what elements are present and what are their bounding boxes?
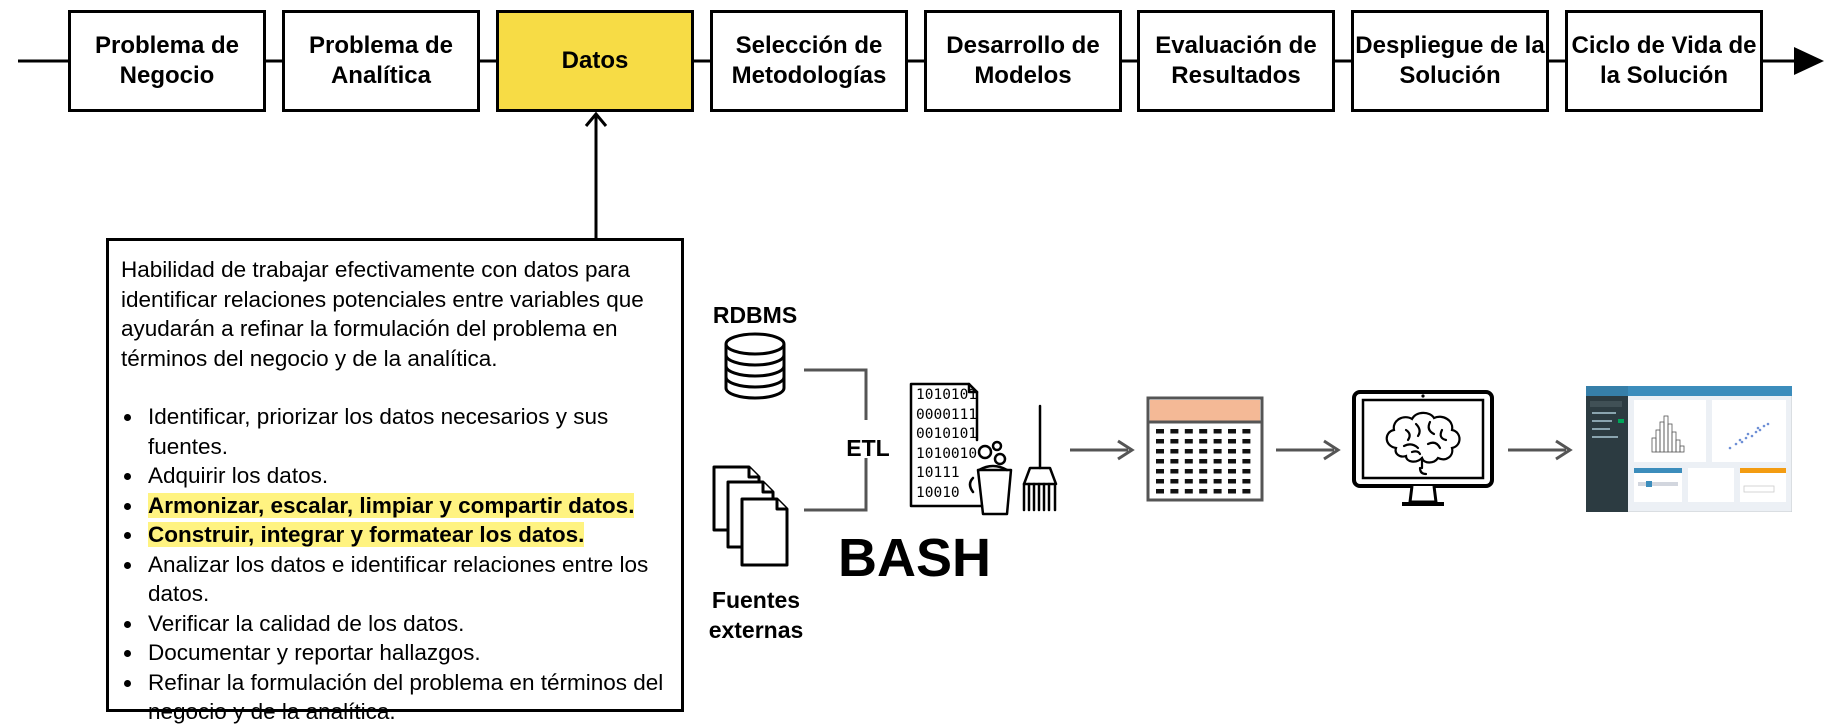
table-cell bbox=[1199, 439, 1208, 444]
flow-arrow-3 bbox=[1508, 439, 1573, 461]
list-item: Identificar, priorizar los datos necesar… bbox=[121, 402, 671, 461]
table-cell bbox=[1199, 479, 1208, 484]
datos-description-box: Habilidad de trabajar efectivamente con … bbox=[106, 238, 684, 724]
database-icon bbox=[724, 332, 786, 400]
table-cell bbox=[1242, 469, 1251, 474]
table-cell bbox=[1228, 439, 1236, 444]
table-cell bbox=[1242, 489, 1251, 494]
table-cell bbox=[1242, 429, 1251, 434]
list-item: Verificar la calidad de los datos. bbox=[121, 609, 671, 639]
stage-despliegue-solucion: Despliegue de la Solución bbox=[1351, 10, 1549, 112]
monitor-brain-icon bbox=[1352, 390, 1494, 506]
flow-arrow-2 bbox=[1276, 439, 1341, 461]
table-cell bbox=[1156, 449, 1164, 454]
datos-pointer-arrow bbox=[584, 111, 608, 240]
table-cell bbox=[1199, 489, 1208, 494]
table-cell bbox=[1170, 439, 1179, 444]
table-cell bbox=[1242, 439, 1251, 444]
table-cell bbox=[1156, 429, 1164, 434]
table-cell bbox=[1184, 489, 1193, 494]
table-cell bbox=[1228, 469, 1236, 474]
table-cell bbox=[1170, 459, 1179, 464]
table-cell bbox=[1242, 459, 1251, 464]
table-cell bbox=[1170, 489, 1179, 494]
table-cell bbox=[1228, 449, 1236, 454]
binary-code: 1010101 0000111 0010101 1010010 10111 10… bbox=[916, 387, 978, 501]
table-cell bbox=[1228, 489, 1236, 494]
table-cell bbox=[1213, 469, 1222, 474]
table-cell bbox=[1156, 479, 1164, 484]
etl-label: ETL bbox=[846, 435, 890, 461]
stage-evaluacion-resultados: Evaluación de Resultados bbox=[1137, 10, 1335, 112]
table-cell bbox=[1242, 449, 1251, 454]
table-cell bbox=[1170, 469, 1179, 474]
table-cell bbox=[1170, 449, 1179, 454]
table-cell bbox=[1184, 479, 1193, 484]
table-cell bbox=[1213, 459, 1222, 464]
table-cell bbox=[1156, 459, 1164, 464]
list-item-highlighted: Construir, integrar y formatear los dato… bbox=[121, 520, 671, 550]
table-cell bbox=[1170, 479, 1179, 484]
flow-arrow-1 bbox=[1070, 439, 1135, 461]
description-list: Identificar, priorizar los datos necesar… bbox=[121, 402, 671, 727]
stage-problema-negocio: Problema de Negocio bbox=[68, 10, 266, 112]
etl-bracket bbox=[804, 368, 868, 512]
table-cell bbox=[1170, 429, 1179, 434]
bash-label: BASH bbox=[838, 528, 992, 588]
table-cell bbox=[1156, 439, 1164, 444]
table-cell bbox=[1199, 449, 1208, 454]
table-cell bbox=[1228, 479, 1236, 484]
data-cleaning-icon bbox=[909, 382, 1058, 516]
list-item: Documentar y reportar hallazgos. bbox=[121, 638, 671, 668]
external-sources-label: Fuentes externas bbox=[708, 587, 804, 643]
list-item: Adquirir los datos. bbox=[121, 461, 671, 491]
rdbms-label: RDBMS bbox=[712, 302, 798, 328]
stage-ciclo-vida: Ciclo de Vida de la Solución bbox=[1565, 10, 1763, 112]
table-cell bbox=[1184, 459, 1193, 464]
table-cell bbox=[1199, 469, 1208, 474]
table-cell bbox=[1184, 439, 1193, 444]
stage-desarrollo-modelos: Desarrollo de Modelos bbox=[924, 10, 1122, 112]
stage-seleccion-metodologias: Selección de Metodologías bbox=[710, 10, 908, 112]
list-item-highlighted: Armonizar, escalar, limpiar y compartir … bbox=[121, 491, 671, 521]
documents-icon bbox=[712, 465, 789, 567]
table-cell bbox=[1184, 469, 1193, 474]
table-cell bbox=[1242, 479, 1251, 484]
stage-datos: Datos bbox=[496, 10, 694, 112]
list-item: Refinar la formulación del problema en t… bbox=[121, 668, 671, 727]
table-cell bbox=[1213, 429, 1222, 434]
list-item: Analizar los datos e identificar relacio… bbox=[121, 550, 671, 609]
table-cell bbox=[1199, 459, 1208, 464]
table-cell bbox=[1199, 429, 1208, 434]
table-cell bbox=[1213, 489, 1222, 494]
stage-problema-analitica: Problema de Analítica bbox=[282, 10, 480, 112]
table-cell bbox=[1228, 459, 1236, 464]
description-intro: Habilidad de trabajar efectivamente con … bbox=[121, 257, 644, 371]
table-cell bbox=[1213, 449, 1222, 454]
table-cell bbox=[1228, 429, 1236, 434]
table-cell bbox=[1213, 439, 1222, 444]
table-cell bbox=[1184, 449, 1193, 454]
table-cell bbox=[1156, 469, 1164, 474]
pipeline-connector bbox=[18, 47, 1824, 75]
table-cell bbox=[1184, 429, 1193, 434]
dashboard-icon bbox=[1586, 386, 1792, 512]
table-icon bbox=[1146, 396, 1264, 502]
table-cell bbox=[1213, 479, 1222, 484]
table-cell bbox=[1156, 489, 1164, 494]
